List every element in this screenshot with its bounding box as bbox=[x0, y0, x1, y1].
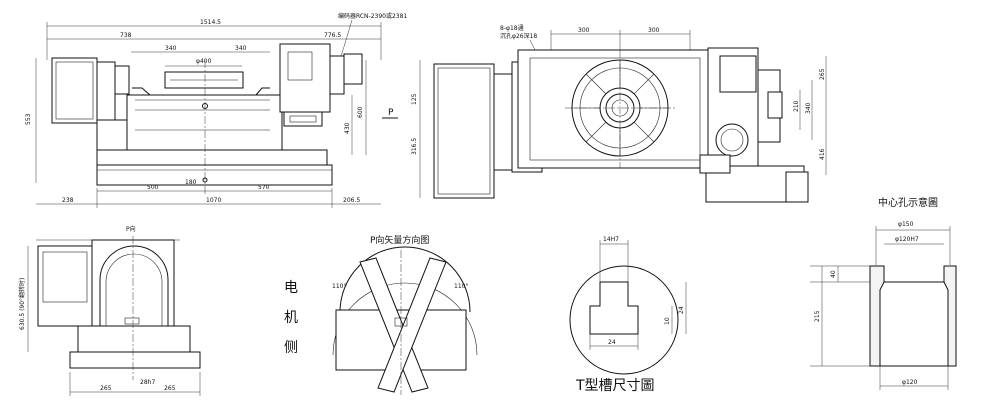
p-view: P向 630.5 (90°翻转时) 265 28h7 265 bbox=[18, 225, 201, 396]
t-slot-h-a: 10 bbox=[664, 317, 671, 325]
dim-holes: 8-φ18通 bbox=[500, 24, 524, 32]
t-slot-h-b: 24 bbox=[678, 306, 685, 314]
motor-side-char-3: 侧 bbox=[284, 340, 298, 356]
dim-w-b: 28h7 bbox=[140, 379, 155, 386]
t-slot-view: 14H7 24 10 24 T型槽尺寸圖 bbox=[569, 236, 687, 394]
motor-side-char-1: 电 bbox=[284, 280, 298, 296]
vector-view: P向矢量方向图 110° 110° 电 机 侧 bbox=[284, 234, 478, 395]
d-mid: φ120H7 bbox=[895, 236, 919, 243]
dim-h-c: 125 bbox=[411, 93, 418, 105]
dim-w-left: 300 bbox=[578, 27, 590, 34]
dim-counterbore: 沉孔φ26深18 bbox=[500, 32, 537, 40]
view-mark-p: P bbox=[388, 108, 394, 118]
dim-h-d: 316.5 bbox=[411, 138, 418, 155]
front-view: 1514.5 738 776.5 340 340 φ400 编码器RCN-239… bbox=[25, 12, 407, 208]
dim-bottom-c: 206.5 bbox=[343, 197, 360, 204]
top-view: 8-φ18通 沉孔φ26深18 300 300 bbox=[411, 24, 827, 203]
motor-side-char-2: 机 bbox=[284, 310, 298, 326]
dim-seg-b: 776.5 bbox=[324, 32, 341, 39]
center-hole-title: 中心孔示意圖 bbox=[878, 196, 938, 209]
dim-seg-d: 340 bbox=[235, 45, 247, 52]
d-bottom: φ120 bbox=[902, 379, 918, 386]
encoder-label: 编码器RCN-2390或2381 bbox=[338, 12, 407, 20]
t-slot-bottom-w: 24 bbox=[608, 339, 616, 346]
dim-height-total: 553 bbox=[25, 113, 32, 125]
dim-w-right: 300 bbox=[648, 27, 660, 34]
dim-mid-a: 500 bbox=[147, 184, 159, 191]
dim-seg-a: 738 bbox=[120, 32, 132, 39]
dim-seg-c: 340 bbox=[165, 45, 177, 52]
dim-overall: 1514.5 bbox=[200, 19, 221, 26]
p-view-title: P向 bbox=[126, 225, 136, 233]
dim-height-a: 600 bbox=[357, 106, 364, 118]
t-slot-top-w: 14H7 bbox=[603, 236, 619, 243]
dim-bottom-a: 238 bbox=[62, 197, 74, 204]
dim-h-total: 265 bbox=[819, 68, 826, 80]
depth-total: 215 bbox=[814, 310, 821, 322]
dim-table-dia: φ400 bbox=[196, 58, 212, 65]
d-top: φ150 bbox=[898, 221, 914, 228]
dim-bottom-b: 1070 bbox=[206, 197, 221, 204]
center-hole-view: 中心孔示意圖 φ150 φ120H7 40 215 φ120 bbox=[810, 196, 957, 390]
dim-w-c: 265 bbox=[164, 385, 176, 392]
dim-height-b: 430 bbox=[344, 122, 351, 134]
dim-side: 630.5 (90°翻转时) bbox=[18, 278, 26, 330]
angle-right: 110° bbox=[454, 283, 468, 290]
dim-h-b: 210 bbox=[793, 100, 800, 112]
dim-w-a: 265 bbox=[100, 385, 112, 392]
dim-h-e: 416 bbox=[819, 148, 826, 160]
angle-left: 110° bbox=[332, 283, 346, 290]
vector-view-title: P向矢量方向图 bbox=[370, 234, 429, 246]
depth-a: 40 bbox=[830, 270, 837, 278]
dim-h-a: 340 bbox=[805, 102, 812, 114]
t-slot-title: T型槽尺寸圖 bbox=[575, 378, 655, 394]
dim-mid-b: 570 bbox=[258, 184, 270, 191]
dim-small: 180 bbox=[185, 179, 197, 186]
